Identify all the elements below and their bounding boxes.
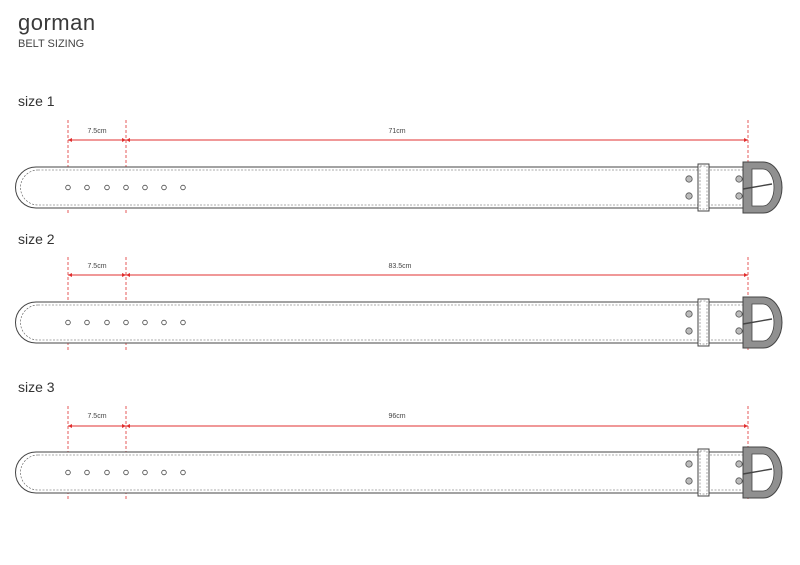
eyelets <box>685 460 743 485</box>
belt-length-label: 83.5cm <box>389 263 412 270</box>
size-3-label: size 3 <box>18 379 55 395</box>
size-1-label: size 1 <box>18 93 55 109</box>
hole-spacing-label: 7.5cm <box>87 263 106 270</box>
belt-length-label: 71cm <box>388 128 405 135</box>
size-1-belt-diagram: 7.5cm 71cm <box>15 120 783 215</box>
buckle <box>742 161 783 214</box>
buckle <box>742 446 783 499</box>
eyelets <box>685 175 743 200</box>
belt-strap <box>15 166 746 209</box>
hole-spacing-label: 7.5cm <box>87 413 106 420</box>
buckle <box>742 296 783 349</box>
brand-logo: gorman <box>18 10 96 35</box>
adjustment-holes <box>65 469 186 476</box>
belt-strap <box>15 451 746 494</box>
page-subtitle: BELT SIZING <box>18 38 85 50</box>
belt-keeper-loop <box>697 298 710 347</box>
belt-keeper-loop <box>697 448 710 497</box>
hole-spacing-label: 7.5cm <box>87 128 106 135</box>
size-2-belt-diagram: 7.5cm 83.5cm <box>15 257 783 352</box>
eyelets <box>685 310 743 335</box>
adjustment-holes <box>65 319 186 326</box>
belt-keeper-loop <box>697 163 710 212</box>
adjustment-holes <box>65 184 186 191</box>
belt-length-label: 96cm <box>388 413 405 420</box>
size-2-label: size 2 <box>18 231 55 247</box>
belt-strap <box>15 301 746 344</box>
size-3-belt-diagram: 7.5cm 96cm <box>15 406 783 501</box>
